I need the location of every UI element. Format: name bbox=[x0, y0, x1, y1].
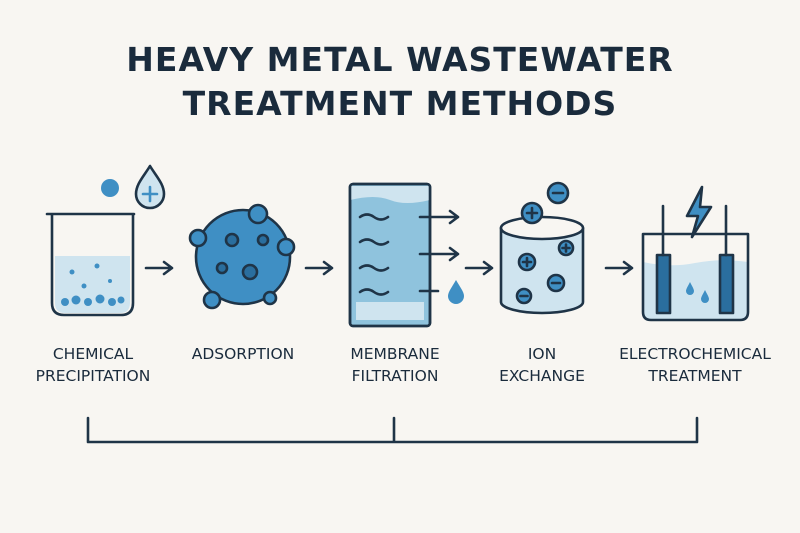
diagram-title: HEAVY METAL WASTEWATER TREATMENT METHODS bbox=[0, 38, 800, 126]
arrow-right-icon bbox=[464, 260, 494, 276]
grouping-bracket bbox=[86, 416, 699, 444]
beaker-icon bbox=[45, 164, 166, 317]
arrow-right-icon bbox=[144, 260, 174, 276]
method-label-membrane-filtration: MEMBRANE FILTRATION bbox=[350, 345, 440, 385]
title-line-1: HEAVY METAL WASTEWATER bbox=[126, 40, 674, 79]
permeate-drop-icon bbox=[448, 280, 464, 304]
method-label-ion-exchange: ION EXCHANGE bbox=[499, 345, 585, 385]
membrane-filter-icon bbox=[348, 182, 464, 328]
title-line-2: TREATMENT METHODS bbox=[182, 84, 618, 123]
arrow-right-icon bbox=[604, 260, 634, 276]
method-label-adsorption: ADSORPTION bbox=[191, 345, 295, 363]
adsorbent-particle-icon bbox=[188, 203, 296, 310]
ion-exchange-column-icon bbox=[499, 181, 585, 315]
lightning-bolt-icon bbox=[685, 185, 713, 239]
method-label-electrochemical-treatment: ELECTROCHEMICAL TREATMENT bbox=[619, 345, 771, 385]
arrow-right-icon bbox=[304, 260, 334, 276]
method-label-chemical-precipitation: CHEMICAL PRECIPITATION bbox=[35, 345, 151, 385]
particle-dot-icon bbox=[101, 179, 119, 197]
electrochemical-cell-icon bbox=[641, 185, 750, 322]
